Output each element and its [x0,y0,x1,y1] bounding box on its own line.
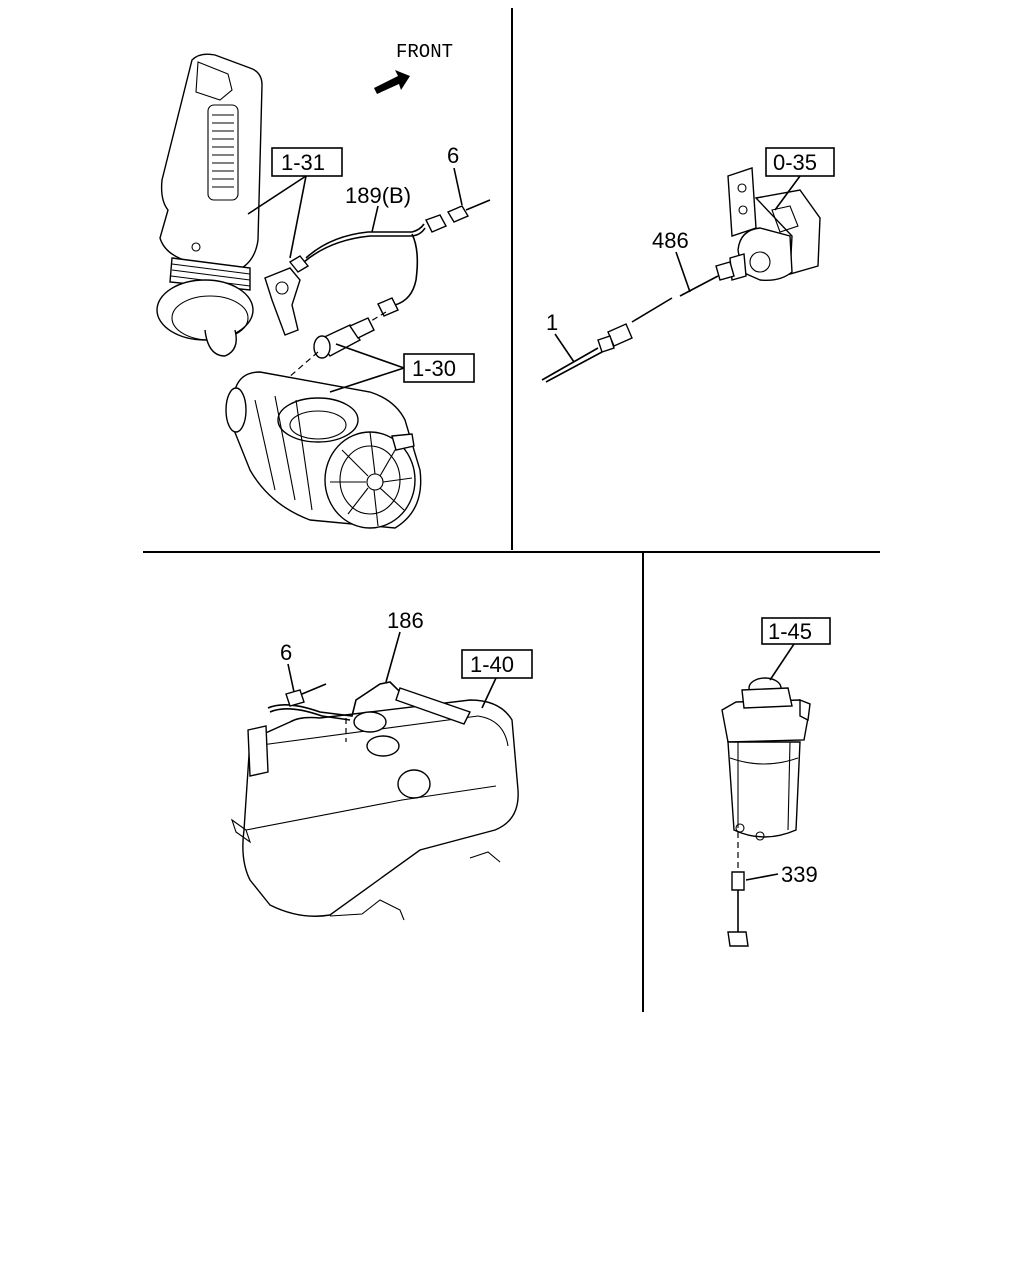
sensor-connector-339 [727,832,749,947]
callout-6-bottom-text: 6 [280,640,292,665]
panel-air-cleaner: 1-31 6 189(B) 1-30 [156,53,491,529]
callout-189b: 189(B) [345,183,411,208]
callout-1-45-text: 1-45 [768,619,812,644]
wire-harness-189b [303,199,491,331]
callout-186: 186 [387,608,424,633]
front-label: FRONT [396,41,453,63]
callout-1-40: 1-40 [461,649,533,679]
sensor-plug [287,317,375,379]
callout-1-30-text: 1-30 [412,356,456,381]
leader-lines-bl [287,631,497,709]
sensor-bracket [264,255,310,336]
panel-fuel-filter: 1-45 339 [721,617,831,947]
leader-lines-br [745,643,795,881]
callout-486-text: 486 [652,228,689,253]
leader-lines-tl [247,167,463,393]
callout-1-text: 1 [546,310,558,335]
mounting-bracket [727,167,821,275]
air-intake-duct [156,53,263,357]
callout-1-31: 1-31 [271,147,343,177]
panel-fuel-tank: 186 6 1-40 [230,608,533,921]
callout-0-35: 0-35 [765,147,835,177]
callout-1-45: 1-45 [761,617,831,645]
front-arrow-icon [374,70,410,94]
callout-186-text: 186 [387,608,424,633]
panel-sensor-bracket: 0-35 486 1 [541,147,835,383]
callout-1-31-text: 1-31 [281,150,325,175]
callout-486: 486 [652,228,689,253]
air-cleaner-housing [225,371,422,529]
fuel-tank [230,699,519,921]
panel-dividers [143,8,880,1012]
sensor-body [729,227,793,282]
callout-6-top-text: 6 [447,143,459,168]
callout-1-30: 1-30 [403,353,475,383]
callout-0-35-text: 0-35 [773,150,817,175]
callout-189b-text: 189(B) [345,183,411,208]
leader-lines-tr [554,175,801,363]
callout-339-text: 339 [781,862,818,887]
wire-harness-486 [541,261,735,383]
callout-1: 1 [546,310,558,335]
fuel-harness-186 [267,681,471,742]
callout-339: 339 [781,862,818,887]
callout-6-top: 6 [447,143,459,168]
front-indicator: FRONT [374,41,453,94]
fuel-filter [721,677,811,841]
callout-1-40-text: 1-40 [470,652,514,677]
callout-6-bottom: 6 [280,640,292,665]
